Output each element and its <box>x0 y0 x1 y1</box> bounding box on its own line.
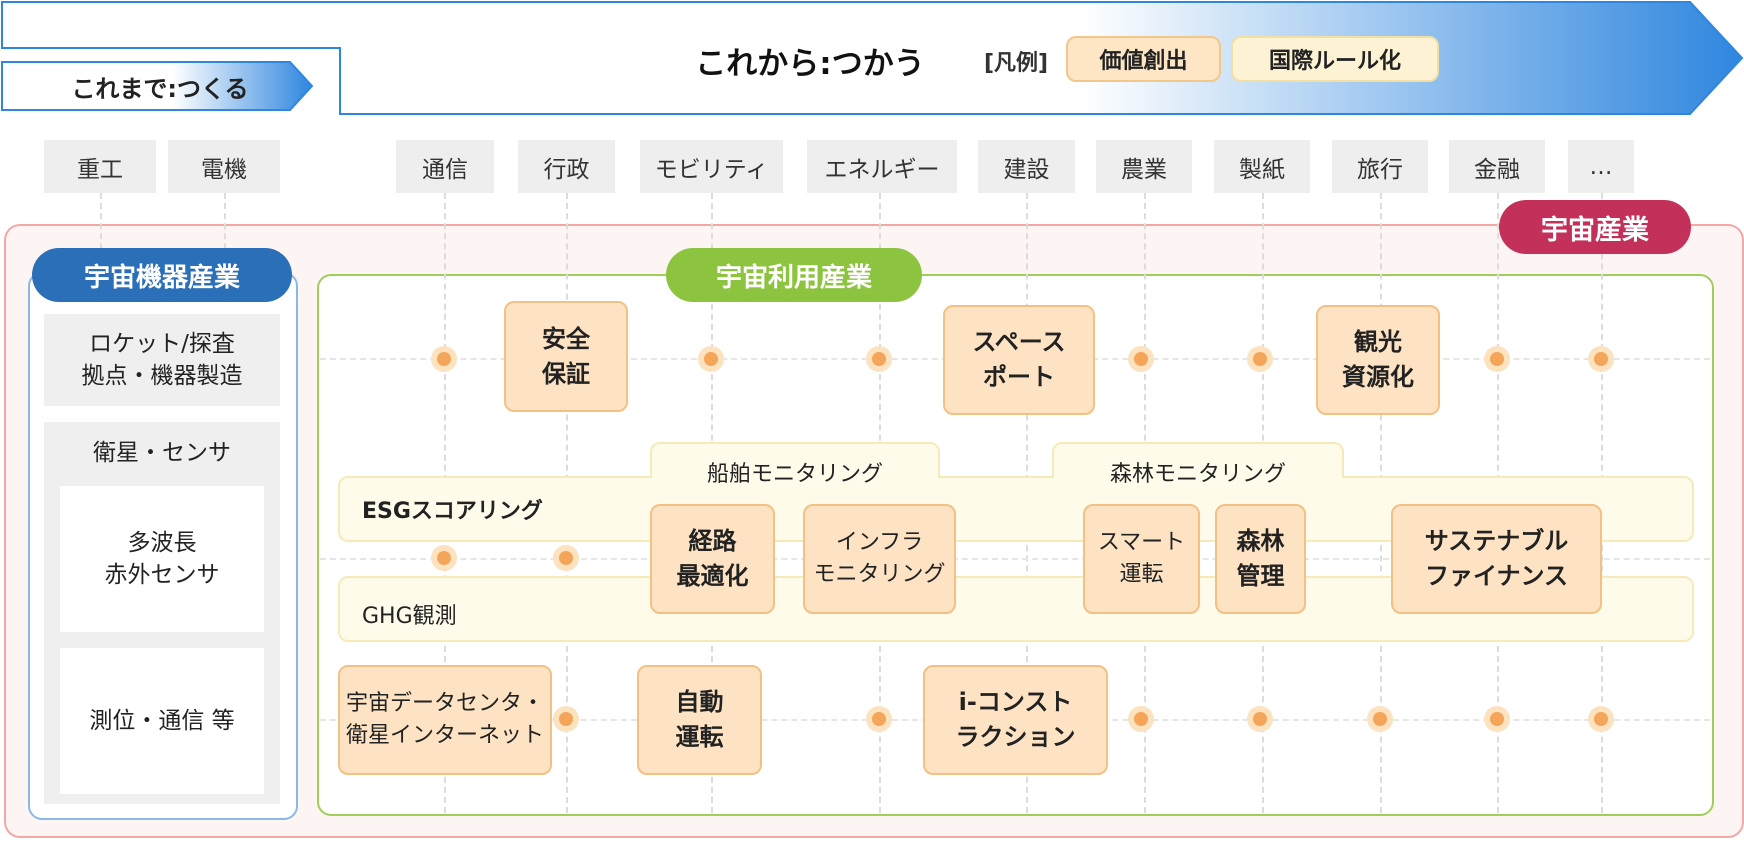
industry-energy: エネルギー <box>807 140 957 193</box>
marker-dot <box>866 346 892 372</box>
usecase-datacenter-line2: 衛星インターネット <box>345 723 544 748</box>
satellite-title: 衛星・センサ <box>93 439 231 466</box>
marker-dot <box>1588 346 1614 372</box>
now-arrow <box>1 61 314 111</box>
marker-dot <box>1484 706 1510 732</box>
usecase-iconstruction: i-コンスト ラクション <box>923 665 1108 775</box>
rocket-line2: 拠点・機器製造 <box>81 363 243 389</box>
marker-dot <box>1588 706 1614 732</box>
marker-dot <box>1128 706 1154 732</box>
usecase-route: 経路 最適化 <box>650 504 775 614</box>
usecase-finance: サステナブル ファイナンス <box>1391 504 1602 614</box>
grid-line <box>320 558 1710 560</box>
marker-dot <box>553 545 579 571</box>
usecase-infra: インフラ モニタリング <box>803 504 956 614</box>
usecase-iconstruction-line2: ラクション <box>955 723 1076 751</box>
industry-mobility: モビリティ <box>640 140 783 193</box>
usecase-autodrive-line2: 運転 <box>675 723 724 751</box>
positioning-box: 測位・通信 等 <box>60 648 264 794</box>
equipment-title: 宇宙機器産業 <box>32 248 292 302</box>
space-industry-title: 宇宙産業 <box>1499 200 1691 254</box>
industry-paper: 製紙 <box>1214 140 1310 193</box>
marker-dot <box>1484 346 1510 372</box>
marker-dot <box>1247 706 1273 732</box>
sensor-line1: 多波長 <box>127 529 197 556</box>
usecase-security-line1: 安全 <box>542 324 590 353</box>
usecase-security: 安全 保証 <box>504 301 628 412</box>
usecase-tourism: 観光 資源化 <box>1316 305 1440 415</box>
industry-construction: 建設 <box>978 140 1075 193</box>
rocket-box: ロケット/探査 拠点・機器製造 <box>44 314 280 406</box>
usecase-infra-line1: インフラ <box>835 530 924 556</box>
industry-government: 行政 <box>518 140 615 193</box>
usecase-smart-line2: 運転 <box>1119 562 1164 587</box>
usecase-route-line1: 経路 <box>688 527 737 556</box>
ghg-band-label: GHG観測 <box>362 604 457 629</box>
industry-agriculture: 農業 <box>1096 140 1192 193</box>
usecase-spaceport-line2: ポート <box>983 363 1055 391</box>
usecase-forest-mgmt-line1: 森林 <box>1236 527 1285 556</box>
usecase-tourism-line2: 資源化 <box>1342 363 1414 391</box>
marker-dot <box>553 706 579 732</box>
marker-dot <box>1247 346 1273 372</box>
rocket-line1: ロケット/探査 <box>89 330 235 357</box>
usecase-route-line2: 最適化 <box>676 562 749 590</box>
ship-band-label: 船舶モニタリング <box>706 462 883 487</box>
utilization-title: 宇宙利用産業 <box>666 248 922 302</box>
usecase-tourism-line1: 観光 <box>1354 328 1402 357</box>
industry-travel: 旅行 <box>1332 140 1428 193</box>
usecase-security-line2: 保証 <box>542 359 590 388</box>
industry-telecom: 通信 <box>396 140 494 193</box>
future-arrow <box>1 1 1744 115</box>
marker-dot <box>1128 346 1154 372</box>
future-label: これから:つかう <box>695 45 925 82</box>
usecase-spaceport-line1: スペース <box>972 328 1066 357</box>
legend-rule-chip: 国際ルール化 <box>1231 36 1439 82</box>
industry-finance: 金融 <box>1449 140 1545 193</box>
marker-dot <box>431 346 457 372</box>
esg-band-label: ESGスコアリング <box>362 499 543 524</box>
marker-dot <box>698 346 724 372</box>
usecase-finance-line1: サステナブル <box>1424 527 1569 556</box>
usecase-datacenter: 宇宙データセンタ・ 衛星インターネット <box>338 665 552 775</box>
legend-label: [凡例] <box>983 51 1049 76</box>
industry-electric: 電機 <box>168 140 280 193</box>
now-label: これまで:つくる <box>71 74 249 103</box>
usecase-smart: スマート 運転 <box>1083 504 1200 614</box>
usecase-forest-mgmt: 森林 管理 <box>1215 504 1306 614</box>
usecase-iconstruction-line1: i-コンスト <box>958 688 1073 717</box>
usecase-autodrive: 自動 運転 <box>637 665 762 775</box>
timeline-arrows <box>1 1 1744 115</box>
legend-value-chip: 価値創出 <box>1066 36 1221 82</box>
usecase-autodrive-line1: 自動 <box>675 688 724 717</box>
usecase-smart-line1: スマート <box>1097 530 1186 556</box>
usecase-finance-line2: ファイナンス <box>1424 562 1569 590</box>
industry-more: … <box>1568 140 1634 193</box>
industry-heavy: 重工 <box>44 140 156 193</box>
usecase-datacenter-line1: 宇宙データセンタ・ <box>345 691 544 717</box>
usecase-spaceport: スペース ポート <box>943 305 1095 415</box>
usecase-infra-line2: モニタリング <box>813 562 946 587</box>
forest-band-label: 森林モニタリング <box>1109 462 1286 487</box>
sensor-line2: 赤外センサ <box>104 562 220 588</box>
usecase-forest-mgmt-line2: 管理 <box>1236 562 1285 590</box>
marker-dot <box>1367 706 1393 732</box>
marker-dot <box>866 706 892 732</box>
marker-dot <box>431 545 457 571</box>
sensor-box: 多波長 赤外センサ <box>60 486 264 632</box>
